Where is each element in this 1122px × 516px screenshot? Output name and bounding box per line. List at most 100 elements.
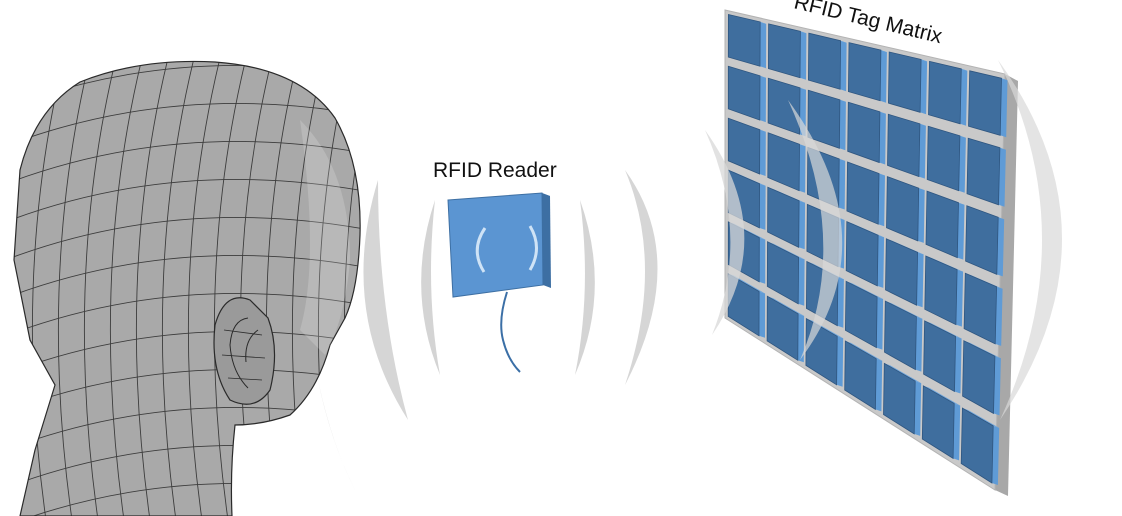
rfid-tag-side — [996, 217, 1005, 277]
rfid-tag — [887, 113, 926, 179]
tag-grid — [727, 13, 1008, 485]
reader-label: RFID Reader — [433, 159, 557, 182]
rfid-tag-side — [800, 31, 807, 80]
head-shape — [13, 60, 361, 516]
rfid-tag-face — [925, 190, 959, 259]
wave-arc-head-left — [363, 180, 408, 420]
rfid-tag-face — [807, 89, 841, 149]
signal-arc-icon — [705, 60, 1063, 420]
rfid-tag-side — [798, 200, 806, 250]
rfid-tag-face — [962, 340, 996, 415]
tag-matrix-icon — [724, 9, 1018, 496]
rfid-tag — [767, 132, 806, 193]
rfid-tag — [960, 407, 1000, 485]
rfid-tag — [924, 255, 964, 327]
rfid-tag — [885, 238, 924, 308]
rfid-tag — [767, 186, 806, 250]
rfid-tag — [727, 117, 766, 176]
rfid-tag — [767, 77, 806, 137]
rfid-tag-side — [799, 144, 806, 193]
rfid-tag-side — [920, 59, 928, 115]
rfid-tag — [962, 340, 1001, 416]
rfid-tag — [966, 137, 1006, 207]
rfid-tag — [928, 60, 968, 126]
rfid-tag — [767, 23, 807, 80]
head-mesh-line — [14, 331, 361, 377]
rfid-tag-face — [727, 13, 761, 67]
rfid-tag-side — [797, 313, 805, 363]
rfid-tag-side — [759, 291, 766, 338]
rfid-tag-side — [837, 277, 844, 328]
reader-face — [447, 192, 544, 298]
wireframe-head-icon — [13, 60, 361, 516]
rfid-tag — [925, 190, 965, 260]
rfid-tag — [884, 300, 923, 372]
wave-arc-reader-right — [575, 200, 595, 375]
rfid-tag-face — [887, 113, 921, 178]
rfid-tag-side — [839, 99, 846, 151]
rfid-tag — [844, 280, 884, 350]
rfid-tag — [921, 385, 961, 461]
rfid-tag — [844, 340, 883, 412]
rfid-tag-face — [845, 220, 879, 287]
rfid-tag-face — [767, 132, 800, 192]
rfid-tag-face — [921, 385, 955, 460]
head-mesh-line — [161, 61, 197, 516]
rfid-tag-face — [767, 23, 801, 79]
rfid-tag-side — [918, 123, 926, 179]
head-mesh-line — [83, 61, 119, 516]
rfid-tag-face — [968, 70, 1002, 136]
rfid-tag-face — [928, 60, 962, 125]
rfid-tag-face — [766, 241, 800, 305]
head-mesh-line — [14, 255, 361, 301]
head-mesh-line — [187, 61, 223, 516]
rfid-tag-side — [993, 356, 1001, 416]
rfid-tag-side — [960, 68, 968, 126]
rfid-tag-side — [879, 111, 886, 165]
head-mesh-line — [14, 103, 361, 149]
rfid-tag-face — [924, 255, 958, 326]
rfid-tag-side — [998, 147, 1006, 207]
rfid-tag-side — [1000, 78, 1008, 138]
reader-wave-left-icon — [475, 227, 487, 273]
rfid-tag-face — [966, 137, 1001, 206]
rfid-tag-side — [995, 286, 1003, 346]
rfid-tag — [845, 220, 885, 288]
head-mesh-line — [31, 61, 67, 516]
rfid-tag-side — [958, 135, 966, 193]
rfid-tag-face — [965, 205, 999, 275]
rfid-tag-side — [917, 188, 925, 243]
rfid-tag — [887, 51, 928, 115]
rfid-tag-side — [876, 297, 884, 350]
rfid-tag-side — [760, 21, 767, 69]
rfid-tag-side — [759, 75, 766, 123]
rfid-tag-face — [844, 280, 878, 349]
rfid-tag-side — [955, 269, 964, 327]
wave-arc-mid — [625, 170, 658, 385]
rfid-tag-face — [844, 340, 877, 411]
rfid-tag-face — [847, 101, 881, 164]
rfid-tag-side — [759, 183, 766, 230]
rfid-tag — [965, 205, 1005, 277]
rfid-tag — [847, 42, 887, 103]
rfid-tag-face — [847, 42, 882, 102]
panel-side-edge — [995, 74, 1018, 496]
rfid-tag — [963, 272, 1003, 346]
rfid-tag-face — [767, 77, 801, 135]
rfid-tag-side — [877, 235, 885, 288]
rfid-tag-side — [915, 316, 923, 372]
head-highlight — [300, 120, 350, 355]
rfid-tag — [846, 161, 885, 227]
rfid-tag-side — [880, 50, 887, 103]
rfid-tag-side — [953, 403, 961, 461]
rfid-tag-side — [878, 173, 885, 227]
rfid-reader-icon — [447, 192, 551, 373]
rfid-tag-face — [926, 125, 961, 192]
rfid-tag — [847, 101, 886, 165]
head-mesh-line — [109, 61, 145, 516]
rfid-tag-face — [846, 161, 880, 225]
rfid-tag — [807, 32, 847, 92]
rfid-tag — [766, 295, 805, 363]
head-mesh-line — [14, 293, 361, 339]
